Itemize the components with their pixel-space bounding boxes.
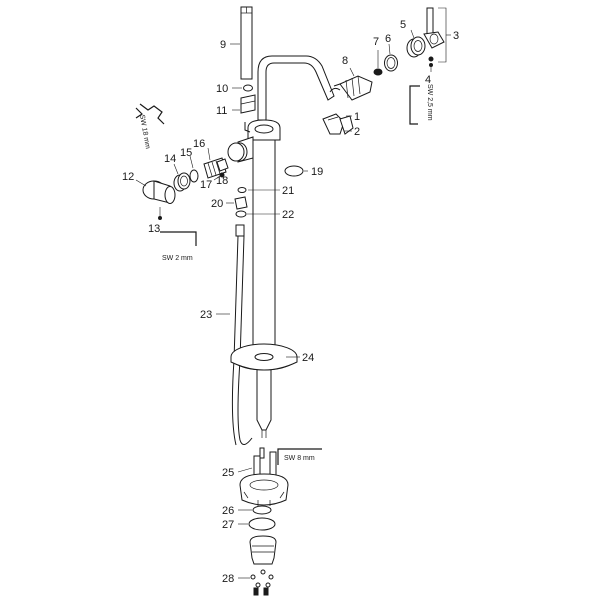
hex-key-base-icon: SW 8 mm	[277, 448, 322, 465]
disc-24	[230, 343, 298, 371]
callout-5: 5	[400, 19, 406, 31]
part-18	[216, 158, 229, 172]
callout-8: 8	[342, 55, 348, 67]
callout-27: 27	[222, 519, 234, 531]
part-17	[219, 172, 225, 178]
faucet-column	[232, 119, 281, 438]
cartridge-8	[329, 75, 373, 101]
wrench-tool-icon: SW 18 mm	[135, 103, 165, 150]
ring-21	[237, 187, 247, 193]
callout-11: 11	[216, 105, 227, 117]
hex-spindle-size-label: SW 2,5 mm	[426, 84, 433, 121]
hex-base-size-label: SW 8 mm	[284, 455, 315, 462]
ring-15	[189, 169, 199, 183]
callout-10: 10	[216, 83, 228, 95]
callout-4: 4	[425, 74, 431, 86]
grub-screw-13	[158, 216, 162, 220]
callout-1: 1	[354, 111, 360, 123]
oring-27	[248, 517, 276, 531]
ring-6	[384, 54, 398, 72]
nut-20	[234, 196, 248, 210]
nut-14	[173, 172, 191, 192]
hand-shower	[240, 6, 253, 80]
hose-23	[231, 224, 253, 446]
hex-plug-size-label: SW 2 mm	[162, 255, 193, 262]
diverter-housing	[227, 142, 245, 162]
callout-13: 13	[148, 223, 160, 235]
callout-25: 25	[222, 467, 234, 479]
holder-11	[240, 94, 256, 114]
callout-24: 24	[302, 352, 314, 364]
callout-6: 6	[385, 33, 391, 45]
handle-3	[423, 7, 445, 49]
callout-23: 23	[200, 309, 212, 321]
anchor-28	[249, 535, 277, 596]
callout-16: 16	[193, 138, 205, 150]
ring-22	[235, 210, 247, 218]
callout-2: 2	[354, 126, 360, 138]
callout-labels: 1 2 3 4 5 6 7 8 9 10 11 12 13	[122, 19, 459, 585]
callout-3: 3	[453, 30, 459, 42]
callout-28: 28	[222, 573, 234, 585]
cap-12	[142, 180, 176, 216]
callout-20: 20	[211, 198, 223, 210]
callout-17: 17	[200, 179, 212, 191]
oring-19	[284, 165, 304, 177]
hex-key-plug-icon: SW 2 mm	[160, 231, 197, 262]
callout-12: 12	[122, 171, 134, 183]
screw-4	[428, 56, 434, 67]
nut-5	[406, 36, 426, 58]
hex-key-spindle-icon: SW 2,5 mm	[409, 84, 433, 125]
spout-tube	[257, 55, 354, 135]
callout-19: 19	[311, 166, 323, 178]
callout-9: 9	[220, 39, 226, 51]
hose-hook	[244, 122, 251, 133]
callout-14: 14	[164, 153, 176, 165]
callout-7: 7	[373, 36, 379, 48]
ring-10	[243, 84, 253, 92]
callout-22: 22	[282, 209, 294, 221]
wrench-size-label: SW 18 mm	[138, 114, 151, 149]
base-plate-25	[239, 447, 289, 506]
part-7	[373, 68, 383, 76]
oring-26	[252, 505, 272, 515]
callout-18: 18	[216, 175, 228, 187]
callout-21: 21	[282, 185, 294, 197]
callout-15: 15	[180, 147, 192, 159]
callout-26: 26	[222, 505, 234, 517]
